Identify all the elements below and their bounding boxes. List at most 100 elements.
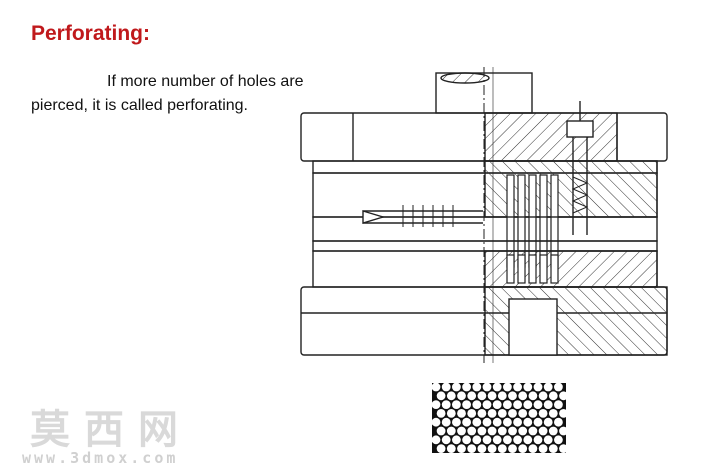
- slide-paragraph: If more number of holes are pierced, it …: [31, 70, 341, 118]
- hole: [543, 435, 553, 445]
- hole: [472, 435, 482, 445]
- hole: [467, 444, 477, 453]
- hole: [548, 391, 558, 401]
- hole: [482, 383, 492, 392]
- hole: [441, 417, 451, 427]
- hole: [503, 417, 512, 427]
- hole: [554, 417, 563, 427]
- hole: [462, 417, 471, 427]
- hole: [508, 444, 517, 453]
- hole: [446, 391, 456, 401]
- hole: [436, 426, 446, 436]
- hole: [472, 417, 482, 427]
- hole: [457, 444, 466, 453]
- hole: [432, 417, 441, 427]
- hole: [477, 444, 487, 453]
- hole: [503, 435, 512, 445]
- hole: [432, 435, 441, 445]
- hole: [462, 400, 471, 409]
- hole: [518, 391, 528, 401]
- hole: [523, 417, 533, 427]
- hole: [523, 383, 533, 392]
- hole: [513, 383, 522, 392]
- hole: [497, 444, 507, 453]
- hole: [503, 383, 512, 392]
- hole: [436, 444, 446, 453]
- hole: [441, 383, 451, 392]
- hole: [559, 426, 566, 436]
- hole: [452, 417, 461, 427]
- hole: [528, 444, 538, 453]
- hole: [497, 426, 507, 436]
- hole: [548, 444, 558, 453]
- hole: [513, 417, 522, 427]
- hole: [482, 400, 492, 409]
- hole: [462, 435, 471, 445]
- hole: [432, 383, 441, 392]
- hole: [533, 383, 543, 392]
- hole: [559, 444, 566, 453]
- hole: [543, 383, 553, 392]
- slide-title: Perforating:: [31, 22, 151, 45]
- hole: [554, 383, 563, 392]
- hole: [441, 400, 451, 409]
- hole: [538, 444, 548, 453]
- hole: [457, 426, 466, 436]
- hole: [462, 383, 471, 392]
- hole: [482, 417, 492, 427]
- hole: [497, 409, 507, 418]
- hole: [467, 409, 477, 418]
- hole: [538, 426, 548, 436]
- hole: [452, 400, 461, 409]
- hole: [554, 435, 563, 445]
- hole: [467, 391, 477, 401]
- hole: [503, 400, 512, 409]
- hole: [538, 409, 548, 418]
- hole: [548, 426, 558, 436]
- hole: [492, 383, 502, 392]
- hole: [446, 444, 456, 453]
- hole: [543, 417, 553, 427]
- hole: [508, 409, 517, 418]
- hole: [436, 409, 446, 418]
- hole: [554, 400, 563, 409]
- hole: [467, 426, 477, 436]
- hole: [436, 391, 446, 401]
- hole: [518, 426, 528, 436]
- watermark-logo: 莫西网: [30, 407, 192, 453]
- hole: [497, 391, 507, 401]
- watermark-url: www.3dmox.com: [22, 449, 179, 467]
- hole: [528, 409, 538, 418]
- hole: [533, 417, 543, 427]
- hole: [452, 383, 461, 392]
- hole: [477, 409, 487, 418]
- hole: [543, 400, 553, 409]
- hole: [487, 391, 497, 401]
- hole: [487, 444, 497, 453]
- hole: [477, 391, 487, 401]
- hole: [446, 409, 456, 418]
- hole: [518, 444, 528, 453]
- hole: [472, 383, 482, 392]
- hole: [528, 391, 538, 401]
- hole: [513, 400, 522, 409]
- hole: [492, 417, 502, 427]
- hole: [533, 400, 543, 409]
- hole: [492, 400, 502, 409]
- hole: [482, 435, 492, 445]
- hole: [452, 435, 461, 445]
- hole: [432, 400, 441, 409]
- hole: [457, 409, 466, 418]
- perforated-sheet-image: [432, 383, 566, 453]
- hole: [513, 435, 522, 445]
- hole: [559, 409, 566, 418]
- hole: [559, 391, 566, 401]
- paragraph-text: If more number of holes are pierced, it …: [31, 73, 304, 114]
- hole: [441, 435, 451, 445]
- hole: [508, 426, 517, 436]
- perforating-die-diagram: [300, 67, 668, 363]
- hole: [523, 400, 533, 409]
- hole: [492, 435, 502, 445]
- hole: [528, 426, 538, 436]
- hole: [487, 409, 497, 418]
